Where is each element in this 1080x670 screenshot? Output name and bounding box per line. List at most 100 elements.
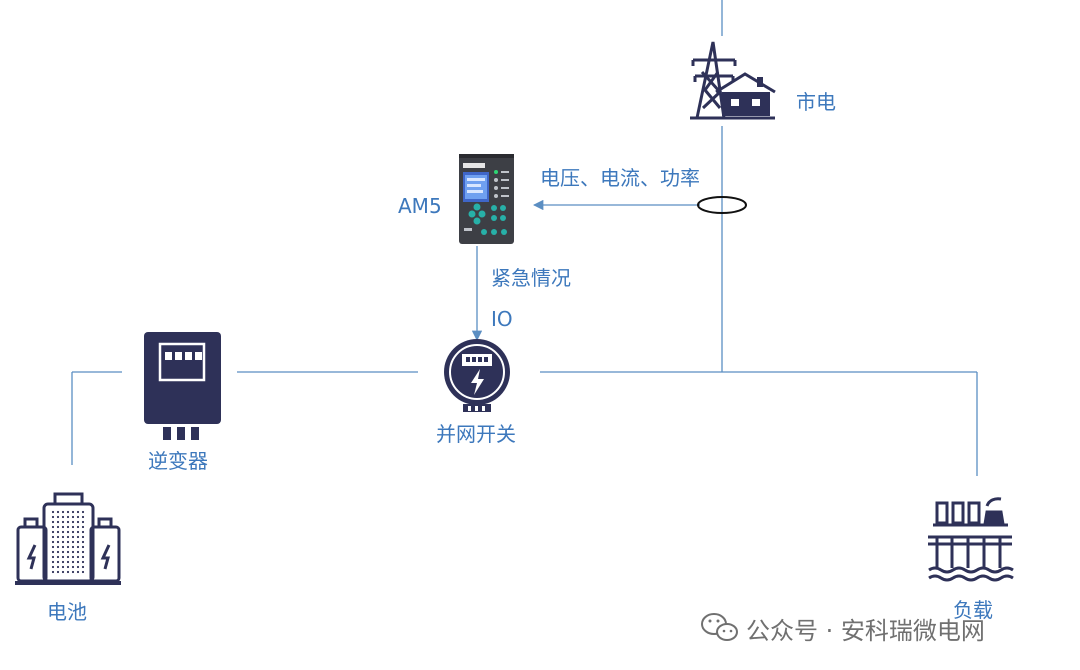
battery-dot: [71, 560, 75, 564]
battery-dot: [66, 525, 70, 529]
battery-dot: [56, 525, 60, 529]
battery-dot: [56, 560, 60, 564]
battery-dot: [51, 525, 55, 529]
battery-dot: [81, 520, 85, 524]
am5-device-icon: [459, 154, 514, 244]
battery-dot: [81, 550, 85, 554]
connection-lines: [71, 0, 978, 476]
battery-dot: [51, 515, 55, 519]
battery-dot: [51, 530, 55, 534]
grid-label: 市电: [796, 90, 836, 114]
battery-dot: [81, 555, 85, 559]
battery-dot: [56, 555, 60, 559]
battery-dot: [61, 570, 65, 574]
battery-dot: [66, 560, 70, 564]
battery-dot: [66, 520, 70, 524]
battery-dot: [56, 545, 60, 549]
battery-dot: [76, 570, 80, 574]
battery-dot: [66, 535, 70, 539]
battery-dot: [61, 510, 65, 514]
battery-dot: [51, 565, 55, 569]
battery-dot: [56, 535, 60, 539]
battery-dot: [76, 560, 80, 564]
battery-dot: [51, 555, 55, 559]
battery-icon: [15, 492, 121, 585]
grid-switch-icon: [444, 339, 510, 412]
battery-dot: [81, 525, 85, 529]
battery-dot: [56, 550, 60, 554]
battery-dot: [71, 540, 75, 544]
battery-dot: [81, 510, 85, 514]
battery-cell-dots: [51, 510, 85, 574]
battery-dot: [66, 540, 70, 544]
battery-dot: [76, 550, 80, 554]
battery-dot: [76, 515, 80, 519]
battery-dot: [51, 570, 55, 574]
watermark-text: 公众号 · 安科瑞微电网: [746, 616, 985, 645]
battery-dot: [81, 570, 85, 574]
load-icon: [928, 497, 1014, 582]
battery-dot: [81, 545, 85, 549]
battery-dot: [71, 525, 75, 529]
watermark: 公众号 · 安科瑞微电网: [696, 612, 985, 645]
battery-dot: [81, 565, 85, 569]
battery-dot: [71, 515, 75, 519]
battery-dot: [61, 535, 65, 539]
battery-dot: [61, 550, 65, 554]
battery-dot: [61, 560, 65, 564]
battery-dot: [81, 540, 85, 544]
battery-dot: [76, 530, 80, 534]
battery-dot: [51, 535, 55, 539]
battery-dot: [61, 530, 65, 534]
battery-dot: [56, 565, 60, 569]
battery-dot: [71, 565, 75, 569]
battery-dot: [66, 545, 70, 549]
battery-dot: [71, 570, 75, 574]
battery-dot: [66, 550, 70, 554]
battery-dot: [76, 510, 80, 514]
battery-dot: [66, 555, 70, 559]
battery-dot: [71, 550, 75, 554]
measurement-label: 电压、电流、功率: [540, 166, 700, 190]
battery-dot: [61, 565, 65, 569]
battery-dot: [81, 535, 85, 539]
battery-dot: [76, 540, 80, 544]
io-label: IO: [491, 307, 513, 331]
battery-dot: [71, 545, 75, 549]
battery-dot: [66, 515, 70, 519]
battery-dot: [71, 555, 75, 559]
battery-dot: [66, 570, 70, 574]
battery-dot: [56, 515, 60, 519]
current-sensor-ring: [697, 196, 747, 214]
battery-dot: [61, 545, 65, 549]
battery-dot: [66, 565, 70, 569]
battery-dot: [81, 530, 85, 534]
battery-dot: [71, 535, 75, 539]
battery-dot: [71, 520, 75, 524]
battery-dot: [76, 520, 80, 524]
battery-dot: [51, 510, 55, 514]
battery-dot: [61, 540, 65, 544]
inverter-label: 逆变器: [148, 449, 208, 473]
battery-dot: [51, 545, 55, 549]
load-label: 负载: [953, 598, 993, 622]
am5-label: AM5: [398, 194, 442, 218]
power-grid-icon: [690, 41, 776, 120]
battery-dot: [56, 530, 60, 534]
battery-dot: [56, 510, 60, 514]
battery-dot: [56, 520, 60, 524]
battery-dot: [81, 515, 85, 519]
battery-dot: [61, 520, 65, 524]
battery-dot: [56, 570, 60, 574]
battery-dot: [76, 535, 80, 539]
battery-dot: [76, 545, 80, 549]
battery-dot: [71, 510, 75, 514]
battery-dot: [71, 530, 75, 534]
battery-dot: [56, 540, 60, 544]
battery-dot: [51, 520, 55, 524]
switch-label: 并网开关: [436, 422, 516, 446]
battery-label: 电池: [47, 600, 87, 624]
emergency-label: 紧急情况: [491, 266, 571, 290]
